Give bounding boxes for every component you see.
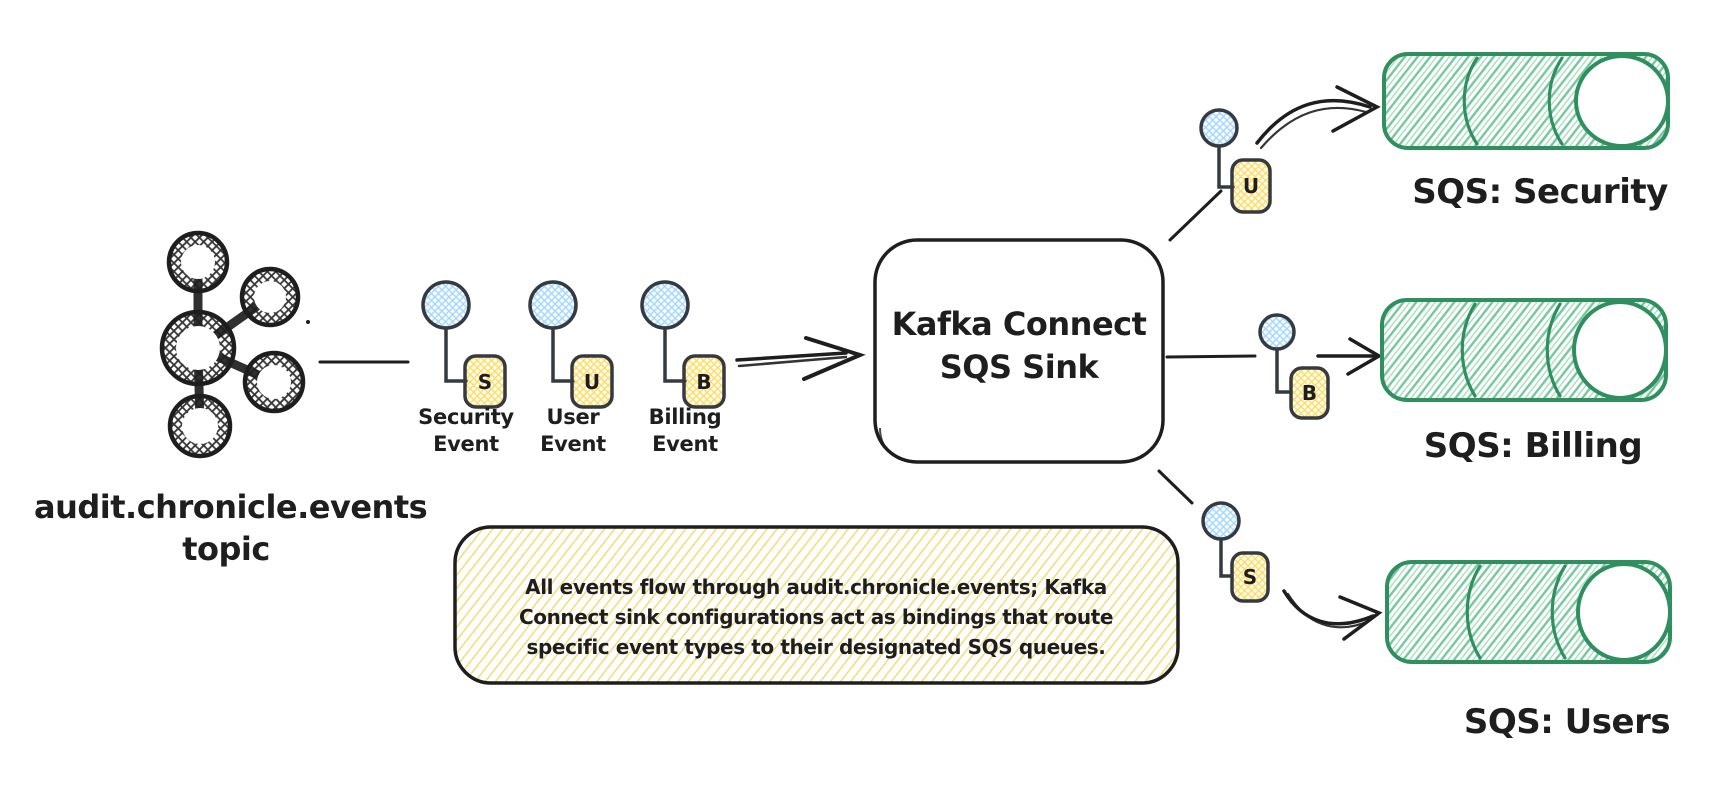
- event-letter-security: S: [477, 369, 493, 394]
- queue-label-billing: SQS: Billing: [1423, 426, 1643, 466]
- event-letter-billing: B: [696, 369, 712, 394]
- queue-cylinder-security: [1382, 52, 1670, 150]
- queue-cylinder-users: [1385, 560, 1672, 664]
- route-marker-b: [1258, 313, 1330, 420]
- events-to-sink-arrow: [735, 336, 866, 381]
- event-label-security: Security Event: [401, 404, 531, 458]
- route-security-arrow: [1255, 85, 1381, 150]
- route-letter-u: U: [1242, 173, 1260, 198]
- event-label-user-line1: User: [546, 405, 600, 429]
- note-box: [453, 525, 1180, 685]
- topic-label-line1: audit.chronicle.events: [34, 488, 428, 526]
- route-billing: [1165, 354, 1257, 359]
- kafka-topic-icon: [159, 230, 310, 459]
- event-label-billing: Billing Event: [620, 404, 750, 458]
- route-marker-s: [1201, 501, 1270, 603]
- route-billing-arrow: [1316, 337, 1383, 376]
- kafka-connect-sink-box: [873, 238, 1165, 464]
- event-marker-billing: [640, 280, 726, 409]
- route-letter-b: B: [1301, 380, 1318, 405]
- queue-label-security: SQS: Security: [1412, 172, 1668, 212]
- note-text-line2: Connect sink configurations act as bindi…: [518, 605, 1114, 629]
- route-security: [1168, 189, 1223, 242]
- event-label-user: User Event: [508, 404, 638, 458]
- topic-label: audit.chronicle.events topic: [34, 486, 428, 570]
- kafka-connect-sink-label: Kafka Connect SQS Sink: [875, 303, 1163, 389]
- route-letter-s: S: [1242, 564, 1258, 589]
- note-text: All events flow through audit.chronicle.…: [478, 572, 1154, 662]
- queue-cylinder-billing: [1380, 298, 1668, 402]
- route-users: [1157, 469, 1194, 505]
- event-label-billing-line2: Event: [652, 432, 718, 456]
- topic-label-line2: topic: [182, 530, 270, 568]
- event-label-billing-line1: Billing: [648, 405, 722, 429]
- event-marker-security: [421, 280, 507, 409]
- event-marker-user: [528, 280, 614, 409]
- event-label-user-line2: Event: [540, 432, 606, 456]
- route-users-arrow: [1282, 589, 1383, 641]
- event-label-security-line2: Event: [433, 432, 499, 456]
- queue-label-users: SQS: Users: [1463, 702, 1671, 742]
- note-text-line3: specific event types to their designated…: [526, 635, 1106, 659]
- stray-dot: [306, 320, 310, 324]
- event-label-security-line1: Security: [418, 405, 514, 429]
- event-letter-user: U: [583, 369, 601, 394]
- note-text-line1: All events flow through audit.chronicle.…: [525, 575, 1107, 599]
- sink-label-line2: SQS Sink: [939, 348, 1099, 386]
- route-marker-u: [1199, 108, 1272, 214]
- sink-label-line1: Kafka Connect: [891, 305, 1147, 343]
